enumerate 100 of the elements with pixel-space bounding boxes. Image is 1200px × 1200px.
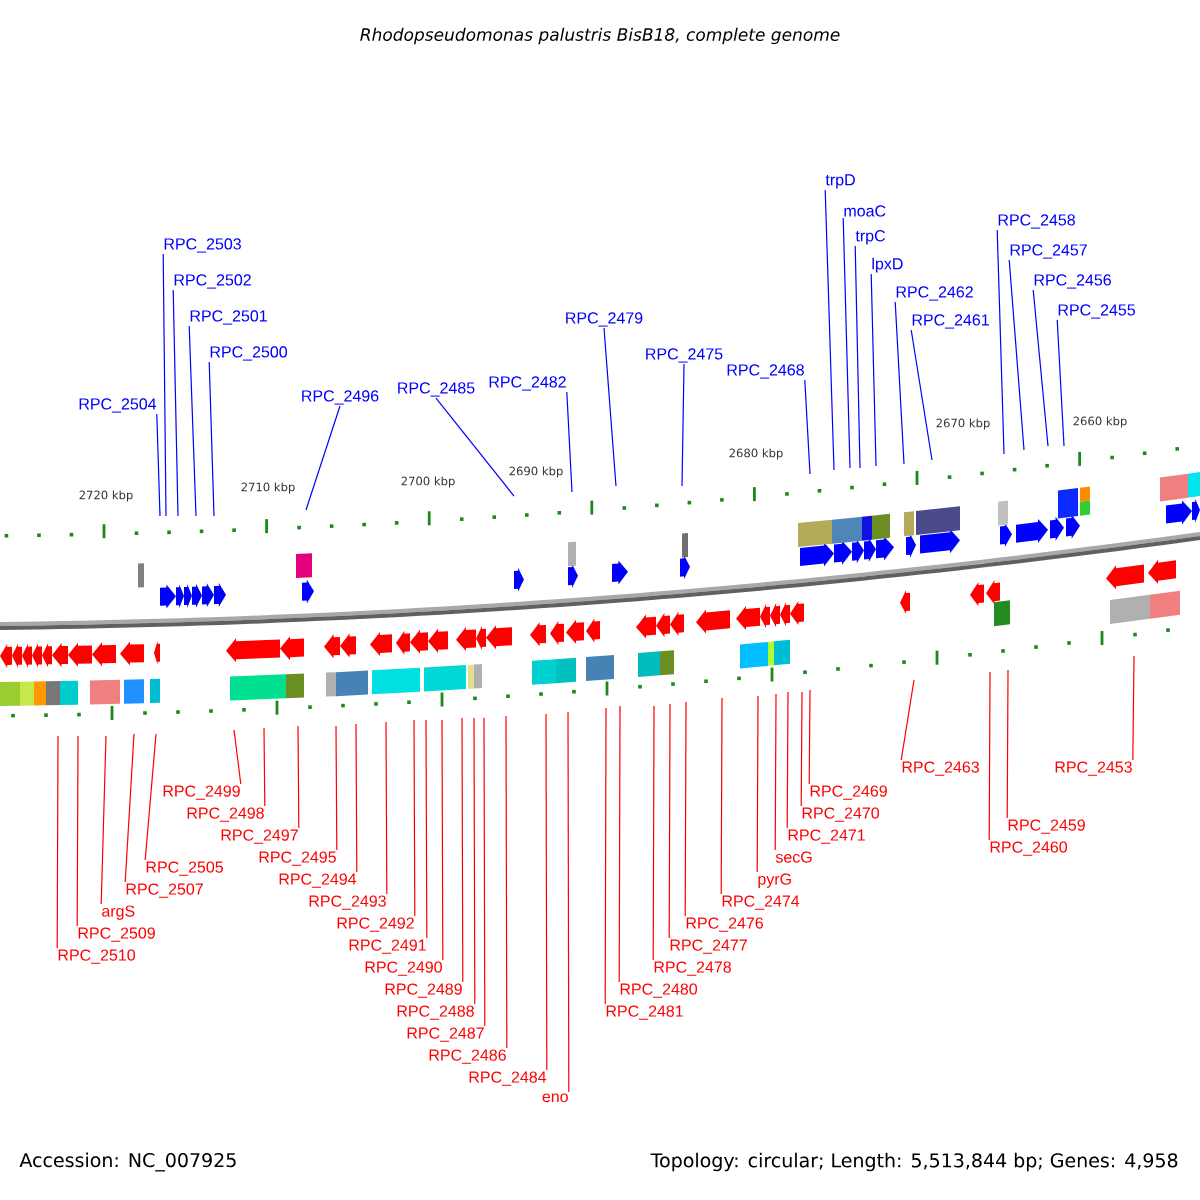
gene-label: pyrG xyxy=(758,873,791,888)
gene-label: secG xyxy=(775,851,812,863)
footer-text: Topology: circular; Length: 5,513,844 bp; Genes: 4,958 xyxy=(650,1152,1178,1172)
leader-line xyxy=(854,245,861,469)
gene-label: RPC_2504 xyxy=(79,398,157,413)
leader-line xyxy=(720,697,723,895)
leader-line xyxy=(441,719,444,961)
gene-label: RPC_2489 xyxy=(385,983,462,998)
leader-line xyxy=(100,735,107,905)
leader-line xyxy=(156,413,161,517)
leader-line xyxy=(483,717,486,1027)
leader-line xyxy=(988,671,991,841)
gene-label: RPC_2456 xyxy=(1034,274,1111,289)
gene-label: RPC_2460 xyxy=(990,841,1068,856)
gene-label: RPC_2475 xyxy=(646,348,723,363)
gene-label: RPC_2474 xyxy=(722,895,800,910)
gene-label: RPC_2471 xyxy=(788,829,865,844)
leader-line xyxy=(297,725,300,829)
gene-label: RPC_2482 xyxy=(489,376,566,391)
leader-line xyxy=(652,705,655,961)
leader-line xyxy=(263,727,266,807)
leader-line xyxy=(668,703,671,939)
leader-line xyxy=(1006,669,1009,819)
gene-label: RPC_2491 xyxy=(349,939,426,954)
leader-line xyxy=(233,729,242,785)
leader-line xyxy=(910,329,933,461)
gene-label: RPC_2476 xyxy=(686,917,763,932)
gene-label: RPC_2501 xyxy=(190,310,267,325)
title: Rhodopseudomonas palustris BisB18, complete genome xyxy=(360,27,840,45)
gene-label: RPC_2503 xyxy=(164,238,241,253)
leader-line xyxy=(385,721,388,895)
leader-line xyxy=(996,229,1005,455)
gene-label: RPC_2497 xyxy=(221,829,298,844)
leader-line xyxy=(800,691,803,807)
leader-line xyxy=(824,189,835,471)
gene-label: RPC_2485 xyxy=(398,382,475,397)
gene-label: RPC_2479 xyxy=(566,312,643,327)
gene-label: RPC_2507 xyxy=(126,883,203,898)
gene-label: RPC_2505 xyxy=(146,861,223,876)
gene-label: RPC_2478 xyxy=(654,961,731,976)
leader-line xyxy=(618,705,621,983)
gene-label: RPC_2496 xyxy=(302,390,379,405)
gene-label: RPC_2470 xyxy=(802,807,880,822)
leader-line xyxy=(473,717,476,1005)
gene-label: RPC_2455 xyxy=(1058,304,1135,319)
gene-label: RPC_2500 xyxy=(210,346,288,361)
gene-label: lpxD xyxy=(872,257,903,273)
gene-label: RPC_2487 xyxy=(407,1027,484,1042)
leader-line xyxy=(56,735,59,949)
gene-label: RPC_2462 xyxy=(896,286,973,301)
leader-line xyxy=(900,679,915,761)
gene-label: RPC_2510 xyxy=(58,949,136,964)
leader-line xyxy=(461,717,464,983)
gene-label: RPC_2469 xyxy=(810,785,887,800)
gene-label: RPC_2490 xyxy=(365,961,442,976)
gene-label: RPC_2488 xyxy=(397,1005,474,1020)
leader-line xyxy=(188,325,197,517)
gene-label: RPC_2494 xyxy=(279,873,357,888)
leader-line xyxy=(1132,655,1135,761)
gene-label: RPC_2502 xyxy=(174,274,251,289)
gene-label: RPC_2498 xyxy=(187,807,264,822)
leader-line xyxy=(335,725,338,851)
leader-line xyxy=(870,273,877,467)
leader-line xyxy=(124,733,135,883)
leader-line xyxy=(208,361,215,517)
leader-line xyxy=(684,701,687,917)
leader-line xyxy=(505,715,508,1049)
leader-line xyxy=(435,397,515,497)
leader-line xyxy=(604,707,607,1005)
gene-label: trpC xyxy=(855,230,886,245)
gene-label: argS xyxy=(102,905,135,920)
gene-label: RPC_2484 xyxy=(469,1071,547,1086)
leader-line xyxy=(76,735,79,927)
gene-label: RPC_2481 xyxy=(606,1005,683,1020)
gene-label: RPC_2509 xyxy=(78,927,155,942)
leader-line xyxy=(1056,319,1065,447)
gene-label: RPC_2461 xyxy=(912,314,989,329)
gene-label: RPC_2468 xyxy=(727,364,804,379)
gene-label: RPC_2499 xyxy=(163,785,240,800)
leader-line xyxy=(808,689,811,785)
leader-line xyxy=(144,733,157,861)
gene-label: RPC_2480 xyxy=(620,983,698,998)
leader-line xyxy=(786,691,789,829)
leader-line xyxy=(305,405,341,511)
gene-label: RPC_2459 xyxy=(1008,819,1085,834)
footer-text: Accession: NC_007925 xyxy=(19,1152,236,1172)
leader-line xyxy=(1032,289,1049,447)
gene-label: RPC_2457 xyxy=(1010,244,1087,259)
gene-label: RPC_2492 xyxy=(337,917,414,932)
leader-line xyxy=(774,693,777,851)
leader-line xyxy=(1008,259,1025,451)
leader-line xyxy=(756,695,759,873)
gene-label: RPC_2493 xyxy=(309,895,386,910)
gene-label: RPC_2458 xyxy=(998,214,1075,229)
leader-line xyxy=(566,391,573,493)
leader-line xyxy=(545,713,548,1071)
gene-label: moaC xyxy=(844,205,886,217)
leader-line xyxy=(413,719,416,917)
gene-label: RPC_2477 xyxy=(670,939,747,954)
leader-line xyxy=(567,711,570,1093)
